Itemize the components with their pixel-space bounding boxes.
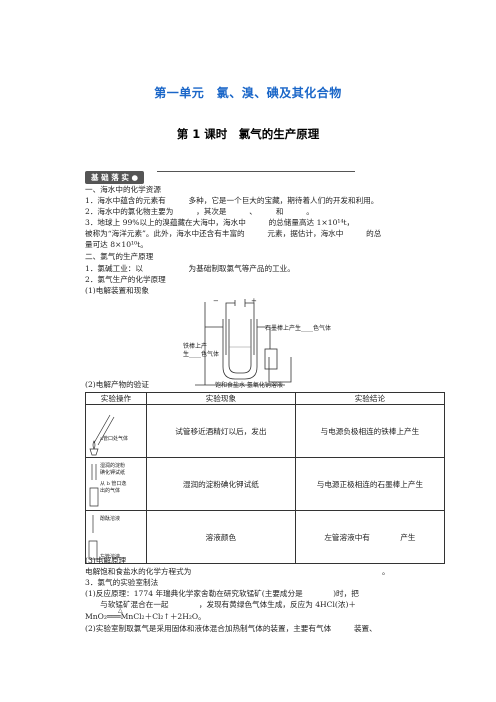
paper-label-4: 出的气体 [100,488,121,494]
text-line: 1．氯碱工业：以 为基础制取氯气等产品的工业。 [85,264,295,273]
electrolysis-diagram: − + 石墨棒上产生____色气体 铁棒上产 生____色气体 饱和食盐水 氢氧… [183,297,375,389]
left-tube-label: 左管溶液 [100,554,121,560]
paper-label-1: 湿润的淀粉 [100,463,126,469]
experiment-table: 实验操作 实验现象 实验结论 a管口处气体 试管移近酒精灯以后，发出 与电源负极… [85,392,446,564]
text-line: 与软锰矿混合在一起 ，发现有黄绿色气体生成，反应为 4HCl(浓)＋ [85,600,357,609]
phenomenon-cell: 溶液颜色 [145,510,296,564]
banner-rule [157,171,355,172]
operation-cell: 酚酞溶液 左管溶液 [85,510,147,564]
verify-heading: (2)电解产物的验证 [85,380,149,389]
iron-label-2: 生____色气体 [183,351,220,358]
text-line: 2．海水中的氯化物主要为 ，其次是 、 和 。 [85,207,314,216]
lesson-title: 第 1 课时 氯气的生产原理 [176,127,320,141]
text-line: (1)电解装置和现象 [85,286,149,295]
paper-label-2: 碘化钾试纸 [100,470,126,476]
graphite-label: 石墨棒上产生____色气体 [265,325,332,332]
col-header: 实验现象 [145,392,296,405]
text-line: 二、氯气的生产原理 [85,252,154,261]
table-row: 湿润的淀粉 碘化钾试纸 从 b 管口逸 出的气体 湿润的淀粉碘化钾试纸 与电源正… [85,457,446,511]
text-line: 3．地球上 99%以上的溴蕴藏在大海中，海水中 的总储量高达 1×10¹⁴t， [85,218,355,227]
plus-sign: + [251,297,257,305]
text-line: 被称为“海洋元素”。此外，海水中还含有丰富的 元素，据估计，海水中 的总 [85,229,382,238]
text-line: 1．海水中蕴含的元素有 多种，它是一个巨大的宝藏，期待着人们的开发和利用。 [85,196,379,205]
end-mark: 。 [382,567,390,576]
phenomenon-cell: 试管移近酒精灯以后，发出 [145,404,296,458]
test-paper-icon [89,464,99,507]
text-line: 一、海水中的化学资源 [85,185,161,194]
text-line: MnO₂═══MnCl₂＋Cl₂↑＋2H₂O。 [85,612,206,621]
phenomenon-cell: 湿润的淀粉碘化钾试纸 [145,457,296,511]
conclusion-cell: 与电源负极相连的铁棒上产生 [294,404,446,458]
heat-symbol: △ [118,607,123,614]
col-header: 实验操作 [85,392,147,405]
conclusion-cell: 左管溶液中有 产生 [294,510,446,564]
operation-cell: 湿润的淀粉 碘化钾试纸 从 b 管口逸 出的气体 [85,457,147,511]
section-banner: 基 础 落 实 ● [85,165,355,184]
bottom-label: 饱和食盐水 氢氧化钠溶液 [215,382,283,389]
text-line: 量可达 8×10¹⁰t。 [85,240,148,249]
table-header-row: 实验操作 实验现象 实验结论 [85,392,446,405]
text-line: (3)电解原理 [85,556,127,565]
text-line: 电解饱和食盐水的化学方程式为 [85,567,192,576]
col-header: 实验结论 [294,392,446,405]
banner-label: 基 础 落 实 ● [85,171,144,184]
text-line: 2．氯气生产的化学原理 [85,275,166,284]
text-line: (2)实验室制取氯气是采用固体和液体混合加热制气体的装置，主要有气体 装置、 [85,624,377,633]
operation-cell: a管口处气体 [85,404,147,458]
test-tube-flame-icon [89,414,115,456]
phenol-label: 酚酞溶液 [100,516,121,522]
dropper-tube-icon [88,515,98,560]
conclusion-cell: 与电源正极相连的石墨棒上产生 [294,457,446,511]
text-line: 3．氯气的实验室制法 [85,578,159,587]
electrolysis-apparatus-icon [195,299,292,386]
table-row: a管口处气体 试管移近酒精灯以后，发出 与电源负极相连的铁棒上产生 [85,404,446,458]
a-tube-label: a管口处气体 [100,436,128,442]
text-line: (1)反应原理：1774 年瑞典化学家舍勒在研究软锰矿(主要成分是 )时，把 [85,589,359,598]
table-row: 酚酞溶液 左管溶液 溶液颜色 左管溶液中有 产生 [85,510,446,564]
unit-title: 第一单元 氯、溴、碘及其化合物 [154,86,342,100]
iron-label-1: 铁棒上产 [183,343,208,350]
paper-label-3: 从 b 管口逸 [100,481,127,487]
minus-sign: − [213,297,219,305]
